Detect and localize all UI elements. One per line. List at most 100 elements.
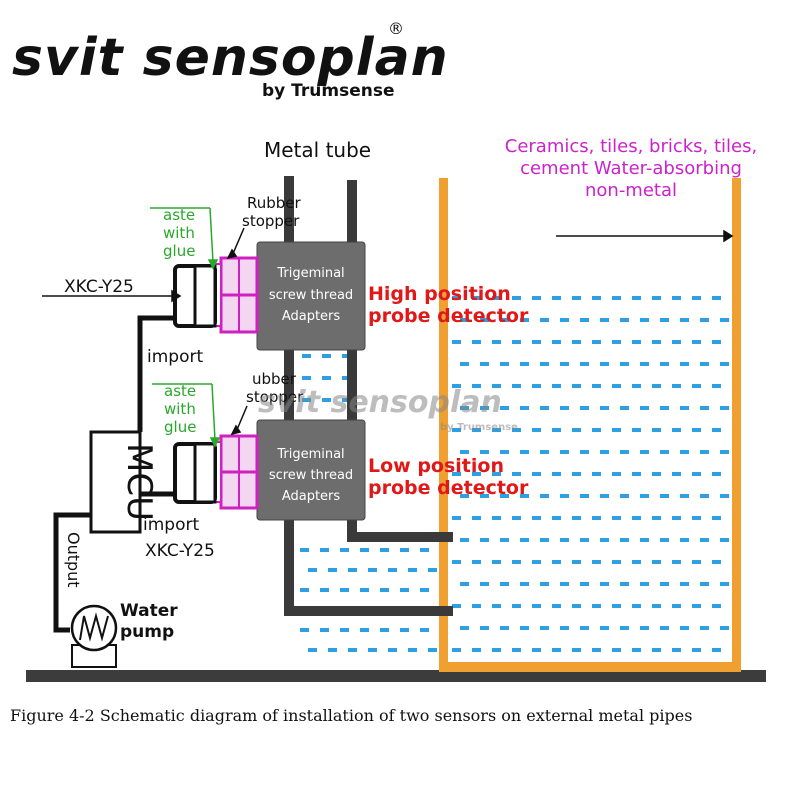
water-dash <box>680 450 689 454</box>
water-dash <box>472 340 481 344</box>
water-dash <box>532 560 541 564</box>
water-dash <box>712 384 721 388</box>
water-dash <box>342 398 351 402</box>
water-dash <box>652 472 661 476</box>
arrows <box>42 227 734 436</box>
water-dash <box>720 318 729 322</box>
rubber-stopper-high <box>213 256 259 334</box>
water-dash <box>408 648 417 652</box>
adapter-high-label-2: screw thread <box>269 288 353 303</box>
water-dash <box>660 362 669 366</box>
water-dash <box>460 494 469 498</box>
glue-arrow-high <box>209 207 214 263</box>
water-dash <box>320 588 329 592</box>
water-dash <box>560 626 569 630</box>
water-dash <box>592 472 601 476</box>
water-dash <box>380 588 389 592</box>
water-dash <box>420 588 429 592</box>
water-dash <box>512 428 521 432</box>
water-dash <box>700 450 709 454</box>
water-dash <box>632 516 641 520</box>
water-dash <box>348 568 357 572</box>
water-dash <box>600 582 609 586</box>
pipe-lower-horizontal <box>284 606 453 616</box>
water-dash <box>580 582 589 586</box>
water-dash <box>572 472 581 476</box>
water-dash <box>500 450 509 454</box>
water-dash <box>340 588 349 592</box>
water-dash <box>380 628 389 632</box>
water-dash <box>400 588 409 592</box>
water-dash <box>700 318 709 322</box>
water-dash <box>552 340 561 344</box>
container-right-wall <box>732 178 741 672</box>
glue2-label-2: with <box>164 400 196 418</box>
water-dash <box>580 318 589 322</box>
water-dash <box>512 384 521 388</box>
water-dash <box>512 648 521 652</box>
water-dash <box>540 406 549 410</box>
water-dash <box>640 406 649 410</box>
water-dash <box>692 648 701 652</box>
figure-caption: Figure 4-2 Schematic diagram of installa… <box>10 706 692 725</box>
container-left-wall <box>439 178 448 672</box>
water-dash <box>620 494 629 498</box>
sensor-low-inner <box>193 442 217 504</box>
high-probe-label-1: High position <box>368 283 511 305</box>
water-dash <box>560 450 569 454</box>
water-dash <box>472 296 481 300</box>
water-dash <box>420 628 429 632</box>
water-dash <box>388 568 397 572</box>
water-dash <box>460 362 469 366</box>
water-dash <box>612 472 621 476</box>
water-dash <box>720 450 729 454</box>
water-dash <box>672 472 681 476</box>
water-dash <box>552 516 561 520</box>
watermark-brand: svit sensoplan <box>258 385 502 420</box>
water-dash <box>572 560 581 564</box>
water-dash <box>592 428 601 432</box>
water-dash <box>540 318 549 322</box>
adapter-high-label-3: Adapters <box>282 309 341 324</box>
water-dash <box>340 548 349 552</box>
water-dash <box>420 548 429 552</box>
water-dash <box>308 568 317 572</box>
water-pump <box>70 604 118 668</box>
water-dash <box>428 568 437 572</box>
water-dash <box>492 384 501 388</box>
water-dash <box>368 568 377 572</box>
water-dash <box>592 648 601 652</box>
water-dash <box>472 428 481 432</box>
water-dash <box>660 318 669 322</box>
water-dash <box>500 626 509 630</box>
water-dash <box>592 340 601 344</box>
water-dash <box>302 398 311 402</box>
adapter-low: Trigeminal screw thread Adapters <box>256 419 366 521</box>
water-dash <box>680 538 689 542</box>
water-dash <box>500 406 509 410</box>
wire-output-pump <box>53 512 91 633</box>
water-dash <box>580 626 589 630</box>
water-dash <box>452 384 461 388</box>
water-dash <box>720 626 729 630</box>
water-dash <box>572 296 581 300</box>
water-dash <box>620 406 629 410</box>
water-dash <box>600 362 609 366</box>
water-dash <box>308 648 317 652</box>
wiring <box>53 315 175 633</box>
water-dash <box>560 362 569 366</box>
water-dash <box>452 428 461 432</box>
water-dash <box>700 494 709 498</box>
output-label: Output <box>64 532 83 588</box>
water-dash <box>652 384 661 388</box>
water-dash <box>560 538 569 542</box>
water-dash <box>552 648 561 652</box>
water-dash <box>692 472 701 476</box>
water-dash <box>408 568 417 572</box>
water-dash <box>480 450 489 454</box>
rubber-label-1: Rubber <box>247 194 302 212</box>
water-dash <box>500 582 509 586</box>
water-dash <box>580 362 589 366</box>
water-dash <box>720 406 729 410</box>
mcu-box <box>89 430 142 534</box>
